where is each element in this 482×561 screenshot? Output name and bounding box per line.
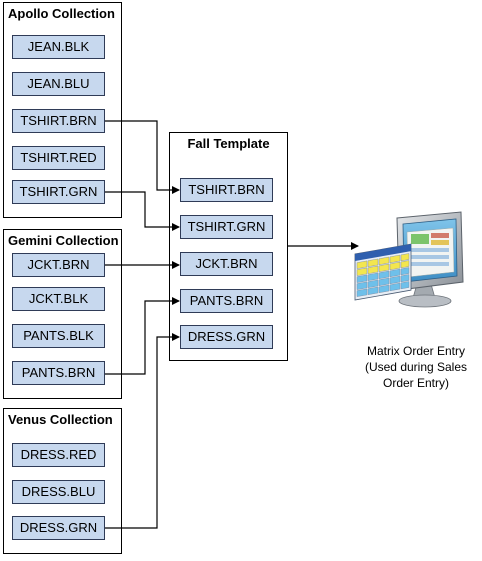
venus-collection-title: Venus Collection xyxy=(8,412,113,427)
gemini-item-pants-brn: PANTS.BRN xyxy=(12,361,105,385)
venus-item-dress-blu: DRESS.BLU xyxy=(12,480,105,504)
caption-line-3: Order Entry) xyxy=(382,376,449,390)
arrow-dress-grn xyxy=(105,333,180,529)
arrow-tshirt-brn xyxy=(105,120,180,194)
gemini-item-pants-blk: PANTS.BLK xyxy=(12,324,105,348)
apollo-item-jean-blu: JEAN.BLU xyxy=(12,72,105,96)
arrow-pants-brn xyxy=(105,297,180,375)
template-item-dress-grn: DRESS.GRN xyxy=(180,325,273,349)
apollo-item-tshirt-brn: TSHIRT.BRN xyxy=(12,109,105,133)
caption-line-1: Matrix Order Entry xyxy=(366,344,465,358)
caption-line-2: (Used during Sales xyxy=(364,360,468,374)
template-item-tshirt-brn: TSHIRT.BRN xyxy=(180,178,273,202)
template-item-pants-brn: PANTS.BRN xyxy=(180,289,273,313)
venus-item-dress-red: DRESS.RED xyxy=(12,443,105,467)
fall-template-title: Fall Template xyxy=(187,136,270,151)
matrix-order-entry-caption: Matrix Order Entry (Used during Sales Or… xyxy=(356,343,476,391)
computer-with-spreadsheet-icon xyxy=(354,211,464,308)
apollo-collection-title: Apollo Collection xyxy=(8,6,115,21)
gemini-collection-title: Gemini Collection xyxy=(8,233,119,248)
apollo-item-jean-blk: JEAN.BLK xyxy=(12,35,105,59)
arrow-tshirt-grn xyxy=(105,191,180,231)
gemini-item-jckt-brn: JCKT.BRN xyxy=(12,253,105,277)
apollo-item-tshirt-grn: TSHIRT.GRN xyxy=(12,180,105,204)
gemini-item-jckt-blk: JCKT.BLK xyxy=(12,287,105,311)
fall-template-group: Fall Template xyxy=(169,132,288,361)
template-item-tshirt-grn: TSHIRT.GRN xyxy=(180,215,273,239)
venus-item-dress-grn: DRESS.GRN xyxy=(12,516,105,540)
template-item-jckt-brn: JCKT.BRN xyxy=(180,252,273,276)
apollo-item-tshirt-red: TSHIRT.RED xyxy=(12,146,105,170)
